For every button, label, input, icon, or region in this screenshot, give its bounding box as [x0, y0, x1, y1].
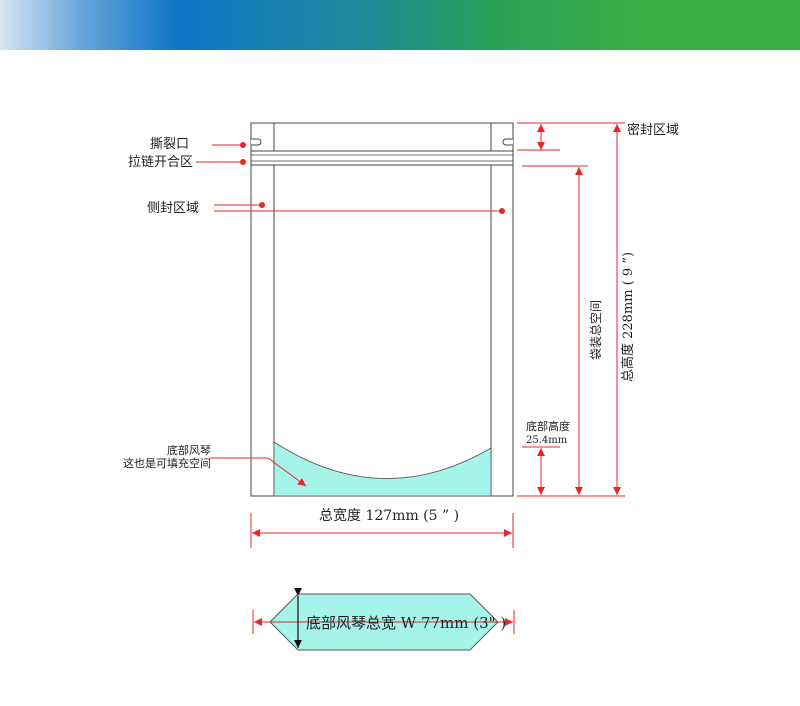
tear-notch-right: [502, 138, 513, 146]
gusset-width-diagram: [252, 588, 515, 651]
tear-notch-label: 撕裂口: [150, 137, 189, 152]
bottom-height-dimension: [522, 446, 560, 495]
gusset-width-label: 底部风琴总宽 W 77mm (3" ): [306, 614, 506, 632]
bottom-height-value: 25.4mm: [526, 435, 568, 446]
fill-space-label: 袋装总空间: [589, 300, 603, 360]
bottom-gusset-label-2: 这也是可填充空间: [123, 456, 211, 470]
fill-space-dimension: [522, 165, 588, 495]
bottom-gusset-pointer: [210, 457, 307, 487]
total-width-label: 总宽度 127mm (5 ” ): [319, 507, 459, 524]
top-seal-dimension: [517, 122, 625, 151]
pouch-outline: [250, 122, 514, 497]
tear-notch-left: [251, 138, 262, 146]
side-seal-pointer: [214, 202, 505, 214]
side-seal-label: 侧封区域: [147, 201, 199, 216]
bottom-gusset-fill: [273, 441, 492, 497]
zipper-pointer: [196, 159, 246, 165]
tear-notch-pointer: [212, 142, 246, 148]
total-height-label: 总高度 228mm ( 9 ”): [620, 252, 636, 382]
total-width-dimension: [250, 513, 514, 548]
bottom-gusset-label-1: 底部风琴: [167, 443, 211, 457]
total-height-dimension: [517, 124, 625, 497]
top-seal-label: 密封区域: [627, 122, 679, 138]
header-banner: [0, 0, 800, 50]
bottom-height-title: 底部高度: [526, 419, 570, 433]
zipper-band: [250, 150, 514, 166]
zipper-area-label: 拉链开合区: [128, 155, 193, 170]
